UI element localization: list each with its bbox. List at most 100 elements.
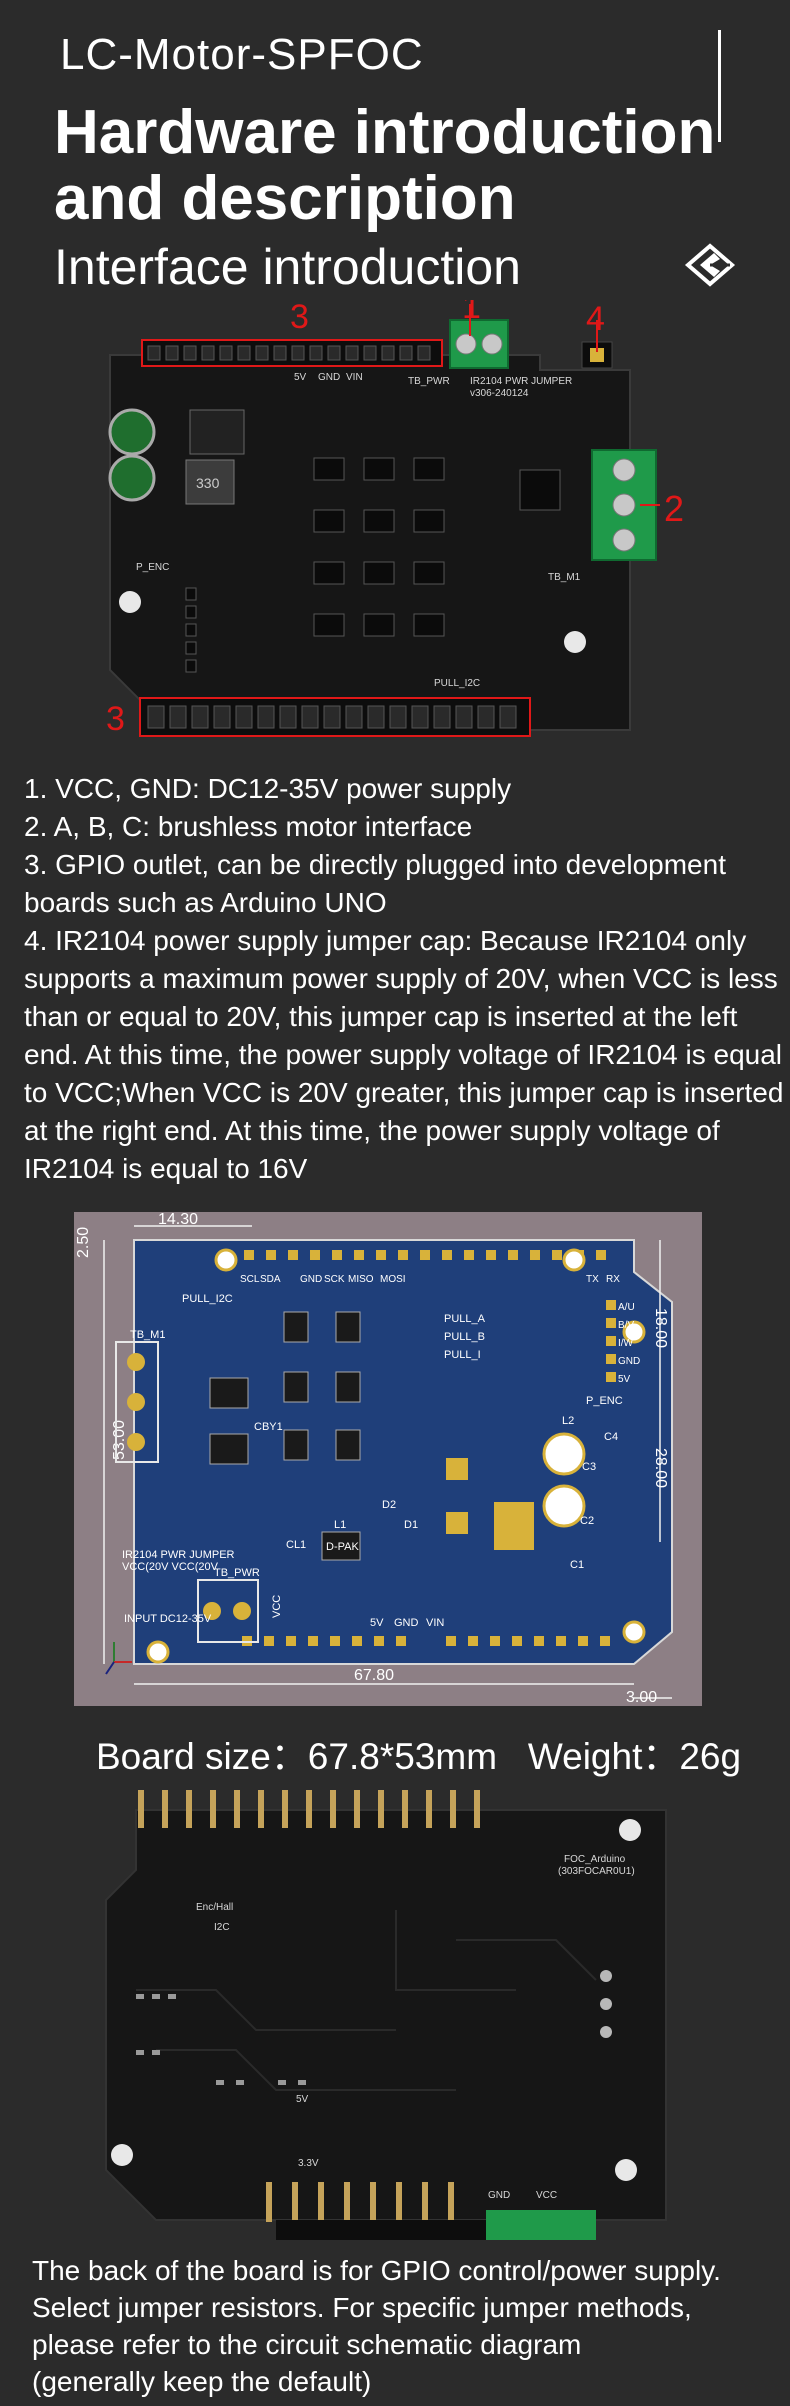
- title-line-1: Hardware introduction: [54, 98, 716, 167]
- lbl-input: INPUT DC12-35V: [124, 1613, 212, 1625]
- lbl-side-gnd: GND: [618, 1356, 640, 1367]
- callout-2: 2: [664, 488, 685, 529]
- board-back-photo: FOC_Arduino (303FOCAR0U1) GND VCC Enc/Ha…: [96, 1790, 694, 2240]
- lbl-side-5v: 5V: [618, 1374, 631, 1385]
- callout-3-top: 3: [290, 300, 309, 336]
- back-silk-foc: FOC_Arduino: [564, 1854, 626, 1865]
- lbl-c4: C4: [604, 1431, 618, 1443]
- silk-pull-i2c: PULL_I2C: [434, 678, 480, 689]
- lbl-vcc20: VCC(20V VCC(20V: [122, 1561, 219, 1573]
- mount-hole-left: [119, 591, 141, 613]
- lbl-vcc: VCC: [271, 1595, 283, 1618]
- back-silk-gnd: GND: [488, 2190, 510, 2201]
- lbl-pin-scl: SCL: [240, 1274, 260, 1285]
- tb-m1-outline: [115, 1341, 159, 1463]
- silk-code: v306-240124: [470, 388, 529, 399]
- lbl-vin: VIN: [426, 1617, 444, 1629]
- tb-pwr-outline: [197, 1579, 259, 1643]
- silk-tb-pwr: TB_PWR: [408, 376, 450, 387]
- cap-c2: [542, 1484, 586, 1528]
- back-silk-vcc: VCC: [536, 2190, 557, 2201]
- pcb-outline: [109, 354, 631, 731]
- lbl-side-a: A/U: [618, 1302, 635, 1313]
- lbl-pull-i2c: PULL_I2C: [182, 1293, 233, 1305]
- lbl-5v: 5V: [370, 1617, 384, 1629]
- lbl-pin-gnd: GND: [300, 1274, 322, 1285]
- cap-c3: [542, 1432, 586, 1476]
- lbl-side-i: I/W: [618, 1338, 634, 1349]
- inductor: [185, 459, 235, 505]
- lbl-pull-b: PULL_B: [444, 1331, 485, 1343]
- pcb-body: [133, 1239, 673, 1665]
- back-silk-enc-hall: Enc/Hall: [196, 1902, 233, 1913]
- dim-left-height: 53.00: [111, 1420, 128, 1460]
- axis-origin-icon: [105, 1642, 132, 1675]
- back-silk-5v: 5V: [296, 2094, 309, 2105]
- lbl-pin-sck: SCK: [324, 1274, 345, 1285]
- lbl-dpak: D-PAK: [326, 1541, 359, 1553]
- capacitor-1: [108, 408, 156, 456]
- silk-5v: 5V: [294, 372, 307, 383]
- back-silk-i2c: I2C: [214, 1922, 230, 1933]
- lbl-pin-mosi: MOSI: [380, 1274, 406, 1285]
- regulator: [189, 409, 245, 455]
- lbl-gnd: GND: [394, 1617, 419, 1629]
- back-silk-code: (303FOCAR0U1): [558, 1866, 635, 1877]
- back-desc-line-3: please refer to the circuit schematic di…: [32, 2329, 582, 2360]
- lbl-tb-m1: TB_M1: [130, 1329, 165, 1341]
- brand-logo-icon: [684, 243, 736, 287]
- back-description: The back of the board is for GPIO contro…: [32, 2252, 790, 2400]
- silk-jumper: IR2104 PWR JUMPER: [470, 376, 572, 387]
- dim-bottom-width: 67.80: [354, 1667, 394, 1684]
- hole-top-left: [214, 1248, 238, 1272]
- lbl-tb-pwr: TB_PWR: [214, 1567, 260, 1579]
- back-pcb-outline: [105, 1809, 667, 2221]
- lbl-d1: D1: [404, 1519, 418, 1531]
- title-divider: [718, 30, 721, 142]
- callout-4: 4: [586, 300, 605, 338]
- dim-right-top: 18.00: [652, 1308, 669, 1348]
- lbl-pull-a: PULL_A: [444, 1313, 486, 1325]
- inductor-pad: [494, 1502, 534, 1550]
- title-line-2: and description: [54, 164, 516, 233]
- lbl-cby1: CBY1: [254, 1421, 283, 1433]
- lbl-pin-tx: TX: [586, 1274, 599, 1285]
- lbl-l1: L1: [334, 1519, 346, 1531]
- lbl-c3: C3: [582, 1461, 596, 1473]
- desc-item-2: 2. A, B, C: brushless motor interface: [24, 811, 473, 842]
- silk-gnd: GND: [318, 372, 340, 383]
- back-desc-line-1: The back of the board is for GPIO contro…: [32, 2255, 721, 2286]
- section-subtitle: Interface introduction: [54, 239, 521, 295]
- lbl-pin-miso: MISO: [348, 1274, 374, 1285]
- lbl-p-enc: P_ENC: [586, 1395, 623, 1407]
- callout-1: 1: [462, 300, 481, 326]
- hole-right-bottom: [622, 1620, 646, 1644]
- back-desc-line-2: Select jumper resistors. For specific ju…: [32, 2292, 692, 2323]
- board-size-weight: Board size：67.8*53mm Weight：26g: [96, 1736, 742, 1777]
- silk-tb-m1: TB_M1: [548, 572, 581, 583]
- dimension-diagram: 14.30 2.50 53.00 18.00 28.00 67.80 3.00: [74, 1212, 702, 1706]
- desc-item-4: 4. IR2104 power supply jumper cap: Becau…: [24, 925, 784, 1184]
- svg-text:330: 330: [196, 475, 220, 491]
- hole-top-right: [562, 1248, 586, 1272]
- lbl-jumper: IR2104 PWR JUMPER: [122, 1549, 235, 1561]
- lbl-pin-sda: SDA: [260, 1274, 281, 1285]
- capacitor-2: [108, 454, 156, 502]
- page-title: Hardware introduction and description: [54, 100, 734, 232]
- product-name: LC-Motor-SPFOC: [60, 30, 424, 79]
- lbl-cl1: CL1: [286, 1539, 306, 1551]
- lbl-pin-rx: RX: [606, 1274, 620, 1285]
- silk-vin: VIN: [346, 372, 363, 383]
- lbl-l2: L2: [562, 1415, 574, 1427]
- interface-description: 1. VCC, GND: DC12-35V power supply 2. A,…: [24, 770, 784, 1188]
- back-power-terminal: [486, 2210, 596, 2240]
- lbl-d2: D2: [382, 1499, 396, 1511]
- back-silk-3v3: 3.3V: [298, 2158, 319, 2169]
- callout-3-bottom: 3: [106, 700, 125, 738]
- dim-top-offset: 14.30: [158, 1212, 198, 1228]
- dim-top-left: 2.50: [75, 1227, 92, 1258]
- lbl-c2: C2: [580, 1515, 594, 1527]
- dim-bottom-right: 3.00: [626, 1689, 657, 1706]
- lbl-c1: C1: [570, 1559, 584, 1571]
- mount-hole-right: [564, 631, 586, 653]
